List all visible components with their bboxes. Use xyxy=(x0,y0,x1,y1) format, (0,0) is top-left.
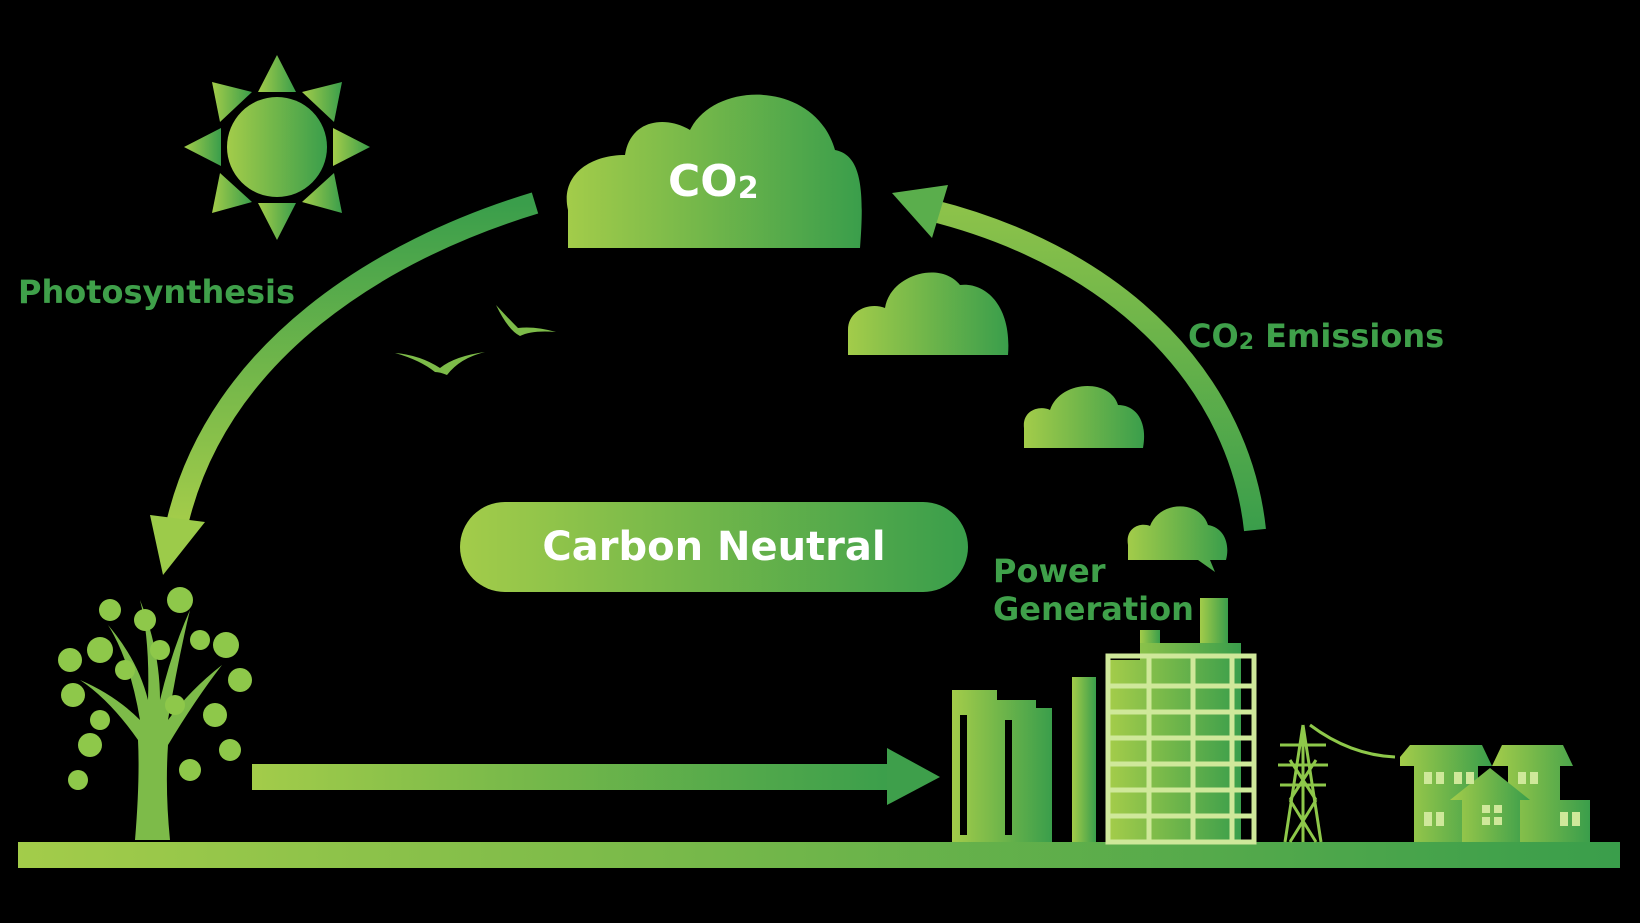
ground-line xyxy=(18,842,1620,868)
power-tower-icon xyxy=(1278,723,1396,843)
bird-icon xyxy=(395,305,556,375)
co2-cloud-label: CO2 xyxy=(668,156,759,207)
cloud-icon xyxy=(848,272,1228,572)
power-generation-label-1: Power xyxy=(993,552,1106,590)
biomass-arrow xyxy=(252,748,940,805)
factory-icon xyxy=(952,598,1257,845)
carbon-neutral-title: Carbon Neutral xyxy=(542,524,885,570)
photosynthesis-label: Photosynthesis xyxy=(18,273,295,311)
house-icon xyxy=(1400,745,1590,842)
tree-icon xyxy=(58,587,252,840)
emissions-arrow xyxy=(892,185,1266,532)
co2-cloud: CO2 xyxy=(566,94,862,248)
photosynthesis-arrow xyxy=(150,192,539,575)
co2-emissions-label: CO2 Emissions xyxy=(1188,317,1444,355)
carbon-neutral-badge: Carbon Neutral xyxy=(460,502,968,592)
power-generation-label-2: Generation xyxy=(993,590,1194,628)
sun-icon xyxy=(184,55,370,240)
